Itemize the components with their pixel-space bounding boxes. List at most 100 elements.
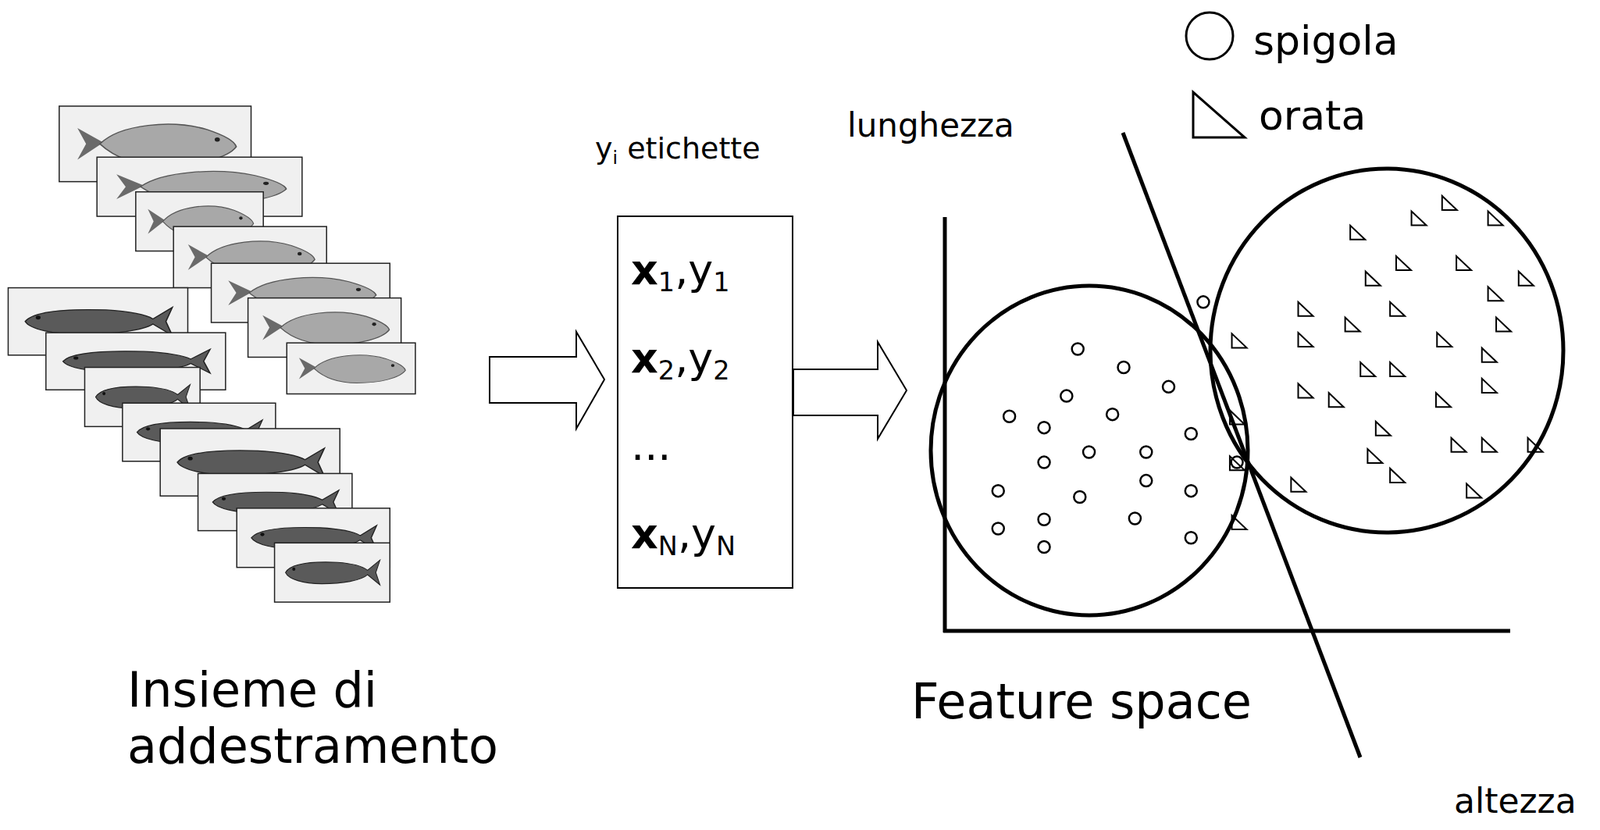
spigola-point: [1185, 427, 1198, 440]
hollow-arrow: [489, 331, 605, 429]
orata-point: [1482, 438, 1497, 453]
sample-pair: ...: [630, 421, 672, 471]
orata-point: [1488, 211, 1504, 226]
orata-point: [1528, 438, 1543, 453]
fish-eye: [221, 497, 226, 501]
orata-point: [1389, 362, 1405, 377]
spigola-point: [1106, 408, 1119, 421]
fish-body: [177, 448, 325, 477]
sample-pair: xN,yN: [630, 509, 736, 559]
training-images: [7, 106, 415, 603]
spigola-point: [1197, 295, 1209, 308]
decision-boundary: [1122, 132, 1361, 758]
spigola-point: [1038, 541, 1051, 553]
orata-point: [1232, 333, 1248, 348]
spigola-point: [992, 484, 1005, 497]
fish-eye: [214, 137, 221, 143]
spigola-point: [1083, 446, 1095, 459]
spigola-point: [1185, 531, 1198, 544]
spigola-point: [1118, 361, 1130, 374]
orata-point: [1232, 515, 1248, 530]
fish-eye: [73, 356, 79, 360]
fish-eye: [371, 322, 376, 326]
caption: Insieme di addestramento: [127, 662, 534, 775]
fish-eye: [102, 391, 106, 396]
class-region: [1210, 168, 1564, 533]
orata-point: [1482, 348, 1497, 363]
orata-point: [1365, 271, 1381, 286]
orata-point: [1298, 332, 1314, 347]
spigola-point: [1162, 381, 1175, 393]
orata-point: [1389, 302, 1405, 317]
fish-eye: [260, 532, 264, 536]
spigola-point: [1038, 456, 1051, 469]
orata-point: [1456, 256, 1472, 271]
sample-pair: x1,y1: [630, 245, 731, 295]
legend-circle: [1186, 12, 1233, 60]
spigola-point: [1073, 491, 1086, 503]
axis-label: lunghezza: [847, 106, 1015, 146]
fish-eye: [356, 288, 361, 292]
spigola-point: [1185, 484, 1198, 497]
orata-point: [1488, 286, 1504, 301]
fish-eye: [292, 567, 296, 571]
axis-label: altezza: [1453, 780, 1577, 823]
label-title: yi etichette: [595, 131, 761, 168]
legend-sample: [1180, 85, 1244, 140]
fish-eye: [238, 216, 243, 220]
spigola-point: [1072, 342, 1084, 355]
spigola-point: [1060, 390, 1073, 403]
orata-point: [1442, 195, 1458, 211]
fish-body: [313, 355, 406, 384]
dataset-box: x1,y1 x2,y2... xN,yN: [616, 215, 794, 589]
fish-eye: [297, 252, 302, 256]
y-axis: [943, 217, 948, 633]
orata-point: [1360, 362, 1376, 377]
legend-triangle: [1193, 92, 1245, 138]
orata-point: [1436, 392, 1451, 407]
spigola-point: [1140, 446, 1152, 459]
orata-point: [1411, 211, 1427, 226]
orata-point: [1298, 302, 1314, 317]
orata-point: [1350, 225, 1365, 240]
photo-frame: [274, 542, 391, 603]
fish-body: [24, 307, 172, 336]
orata-point: [1389, 468, 1405, 483]
spigola-point: [1003, 410, 1016, 423]
orata-point: [1518, 271, 1534, 286]
orata-point: [1298, 383, 1314, 398]
legend-entry: orata: [1258, 91, 1366, 140]
legend-entry: spigola: [1253, 16, 1399, 65]
orata-point: [1345, 317, 1361, 332]
photo-frame: [286, 342, 416, 394]
orata-point: [1367, 448, 1383, 464]
spigola-point: [1140, 474, 1152, 487]
orata-point: [1290, 477, 1306, 492]
fish-photo: [274, 542, 391, 603]
orata-point: [1482, 378, 1497, 393]
orata-point: [1229, 409, 1245, 425]
orata-point: [1436, 332, 1452, 347]
data-points: [992, 195, 1543, 553]
orata-point: [1496, 317, 1511, 332]
orata-point: [1451, 438, 1467, 453]
orata-point: [1329, 392, 1344, 407]
spigola-point: [1038, 513, 1051, 526]
orata-point: [1396, 256, 1412, 271]
orata-point: [1229, 456, 1245, 471]
sample-pair: x2,y2: [630, 334, 731, 383]
orata-point: [1375, 421, 1391, 436]
fish-eye: [146, 427, 150, 431]
fish-body: [280, 312, 389, 345]
hollow-arrow: [793, 342, 907, 439]
legend-sample: [1175, 10, 1238, 65]
fish-eye: [391, 363, 395, 368]
spigola-point: [1038, 421, 1051, 434]
caption: Feature space: [911, 673, 1252, 731]
fish-photo: [286, 342, 416, 394]
x-axis: [943, 629, 1511, 634]
fish-eye: [188, 456, 193, 461]
orata-point: [1466, 484, 1482, 499]
spigola-point: [1129, 512, 1141, 524]
fish-body: [285, 559, 381, 585]
